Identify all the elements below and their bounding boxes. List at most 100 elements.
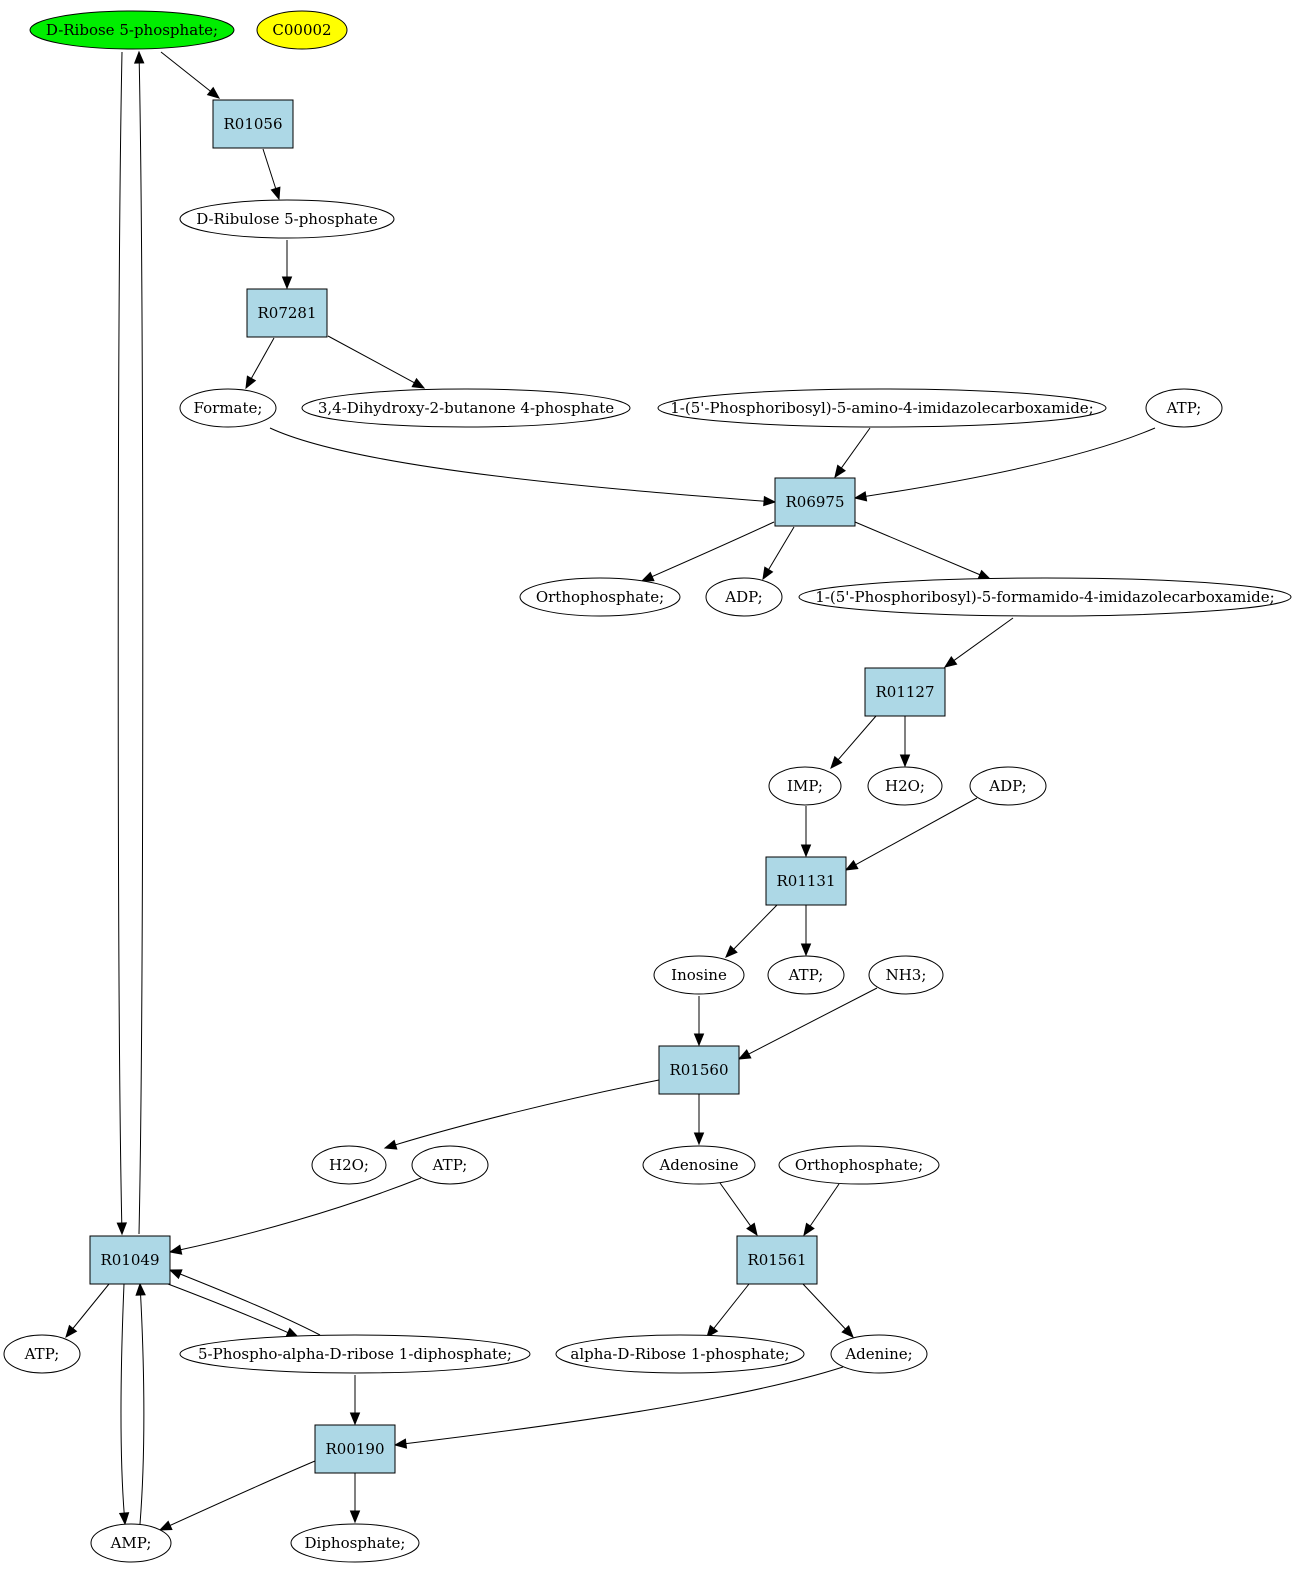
edge-prpp-to-r01049 [168,1269,321,1336]
arrowhead [853,491,868,502]
edge-line [249,337,275,381]
compound-node-prpp[interactable]: 5-Phospho-alpha-D-ribose 1-diphosphate; [179,1334,531,1374]
reaction-node-r01131[interactable]: R01131 [765,856,847,906]
node-label: R01056 [223,115,282,133]
arrowhead [763,495,777,507]
arrowhead [168,1269,183,1280]
compound-ellipse [3,1334,81,1374]
edge-line [712,1283,750,1331]
edge-r01560-to-h2o2 [383,1079,660,1150]
compound-node-adr1p[interactable]: alpha-D-Ribose 1-phosphate; [555,1334,805,1374]
reaction-node-r00190[interactable]: R00190 [314,1424,396,1474]
compound-node-h2o2[interactable]: H2O; [311,1145,387,1185]
compound-node-atp3[interactable]: ATP; [411,1145,489,1185]
node-label: R07281 [257,304,316,322]
edge-faicar-to-r01127 [943,617,1014,668]
compound-node-adp1[interactable]: ADP; [705,577,783,617]
compound-node-imp[interactable]: IMP; [768,766,842,806]
node-label: 1-(5'-Phosphoribosyl)-5-amino-4-imidazol… [670,399,1094,417]
edge-line [269,427,767,502]
reaction-node-r01127[interactable]: R01127 [864,667,946,717]
compound-node-inosine[interactable]: Inosine [653,955,745,995]
compound-node-dru5p[interactable]: D-Ribulose 5-phosphate [179,199,395,239]
compound-node-atp4[interactable]: ATP; [3,1334,81,1374]
edge-line [167,1460,316,1527]
node-label: Diphosphate; [305,1534,406,1552]
node-label: NH3; [886,966,927,984]
arrowhead [135,1282,146,1296]
compound-node-dhbp[interactable]: 3,4-Dihydroxy-2-butanone 4-phosphate [301,388,631,428]
compound-node-nh3[interactable]: NH3; [868,955,944,995]
reaction-node-r01056[interactable]: R01056 [212,99,294,149]
compound-ellipse [705,577,783,617]
edge-atp1-to-r06975 [853,427,1156,502]
compound-node-adp2[interactable]: ADP; [969,766,1047,806]
arrowhead [762,566,774,581]
arrowhead [383,1139,398,1150]
arrowhead [834,464,846,479]
arrowhead [725,945,738,958]
node-label: alpha-D-Ribose 1-phosphate; [570,1345,789,1363]
edge-nh3-to-r01560 [737,987,878,1060]
compound-node-aicar[interactable]: 1-(5'-Phosphoribosyl)-5-amino-4-imidazol… [657,388,1107,428]
compound-node-atp1[interactable]: ATP; [1145,388,1223,428]
compound-ellipse [969,766,1047,806]
compound-node-faicar[interactable]: 1-(5'-Phosphoribosyl)-5-formamido-4-imid… [798,577,1292,617]
arrowhead [746,1222,758,1237]
edge-line [178,1177,422,1251]
node-label: Inosine [671,966,727,984]
compound-node-adenine[interactable]: Adenine; [830,1334,928,1374]
reaction-node-r06975[interactable]: R06975 [774,477,856,527]
reaction-box [774,477,856,527]
compound-node-ortho2[interactable]: Orthophosphate; [778,1145,940,1185]
edge-line [854,521,982,576]
edge-r01049-to-prpp [167,1283,300,1338]
edge-line [746,987,878,1056]
edge-r01049-to-amp [118,1283,130,1526]
compound-ellipse [290,1523,420,1563]
compound-ellipse [798,577,1292,617]
reaction-box [89,1235,171,1285]
reaction-node-r07281[interactable]: R07281 [246,288,328,338]
node-label: ATP; [1166,399,1202,417]
reaction-node-r01561[interactable]: R01561 [736,1235,818,1285]
edge-adp2-to-r01131 [844,797,978,871]
arrowhead [133,50,145,64]
edge-line [160,51,213,93]
arrowhead [737,1049,752,1060]
reaction-box [864,667,946,717]
compound-ellipse [830,1334,928,1374]
edge-r00190-to-diphos [349,1473,361,1524]
compound-ellipse [778,1145,940,1185]
arrowhead [168,1244,183,1255]
edge-r06975-to-faicar [854,521,992,580]
compound-node-amp[interactable]: AMP; [90,1523,172,1563]
compound-node-adenosine[interactable]: Adenosine [642,1145,756,1185]
reaction-node-r01049[interactable]: R01049 [89,1235,171,1285]
edge-dru5p-to-r07281 [281,240,293,290]
node-label: H2O; [885,777,925,795]
node-label: H2O; [329,1156,369,1174]
node-label: IMP; [787,777,823,795]
reaction-node-r01560[interactable]: R01560 [658,1045,740,1095]
compound-ellipse [90,1523,172,1563]
compound-node-atp2[interactable]: ATP; [767,955,845,995]
edge-line [802,1283,848,1331]
edges-layer [65,50,1156,1531]
compound-node-h2o1[interactable]: H2O; [867,766,943,806]
node-label: ATP; [432,1156,468,1174]
compound-node-formate[interactable]: Formate; [179,388,277,428]
arrowhead [899,754,911,768]
edge-r01127-to-h2o1 [899,716,911,768]
node-label: R01560 [669,1061,728,1079]
edge-line [719,1182,753,1228]
compound-node-c00002[interactable]: C00002 [256,10,348,50]
node-label: ATP; [24,1345,60,1363]
edge-r01561-to-adr1p [706,1283,750,1339]
arrowhead [830,755,843,770]
compound-node-diphos[interactable]: Diphosphate; [290,1523,420,1563]
compound-ellipse [768,766,842,806]
edge-r01131-to-atp2 [800,905,812,957]
compound-node-dr5p[interactable]: D-Ribose 5-phosphate; [29,10,235,50]
compound-node-ortho1[interactable]: Orthophosphate; [519,577,681,617]
